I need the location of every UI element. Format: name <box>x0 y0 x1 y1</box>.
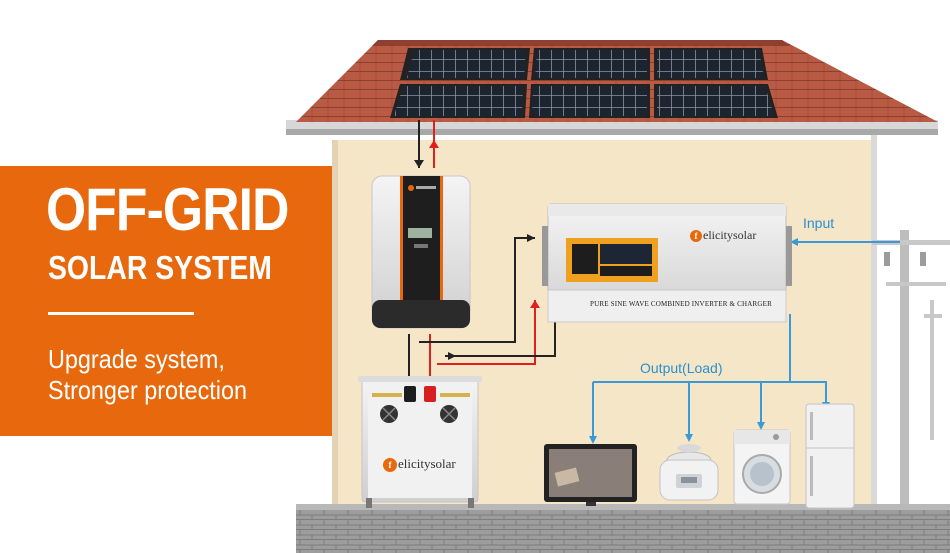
brick-ground <box>296 508 950 553</box>
output-load-label: Output(Load) <box>640 360 723 376</box>
television <box>544 444 637 506</box>
banner-divider <box>48 312 194 315</box>
utility-pole <box>872 230 950 520</box>
battery-brand-text: elicitysolar <box>398 456 456 471</box>
rice-cooker <box>659 444 719 501</box>
description-line-1: Upgrade system, <box>48 344 225 374</box>
charge-controller <box>371 175 471 329</box>
banner-description: Upgrade system, Stronger protection <box>48 344 247 406</box>
headline-banner: OFF-GRID SOLAR SYSTEM Upgrade system, St… <box>0 166 332 436</box>
washing-machine <box>733 429 791 505</box>
description-line-2: Stronger protection <box>48 375 248 405</box>
input-label: Input <box>803 215 835 231</box>
inverter-unit <box>542 203 792 323</box>
felicity-logo-icon: f <box>383 458 397 473</box>
inverter-plate-text: PURE SINE WAVE COMBINED INVERTER & CHARG… <box>590 300 772 308</box>
felicity-logo-icon: f <box>690 230 702 243</box>
banner-title: OFF-GRID <box>46 176 289 243</box>
battery-cabinet <box>358 376 482 508</box>
refrigerator <box>805 403 855 509</box>
inverter-brand-text: elicitysolar <box>703 228 757 242</box>
solar-panels <box>390 48 778 118</box>
banner-subtitle: SOLAR SYSTEM <box>48 249 272 286</box>
